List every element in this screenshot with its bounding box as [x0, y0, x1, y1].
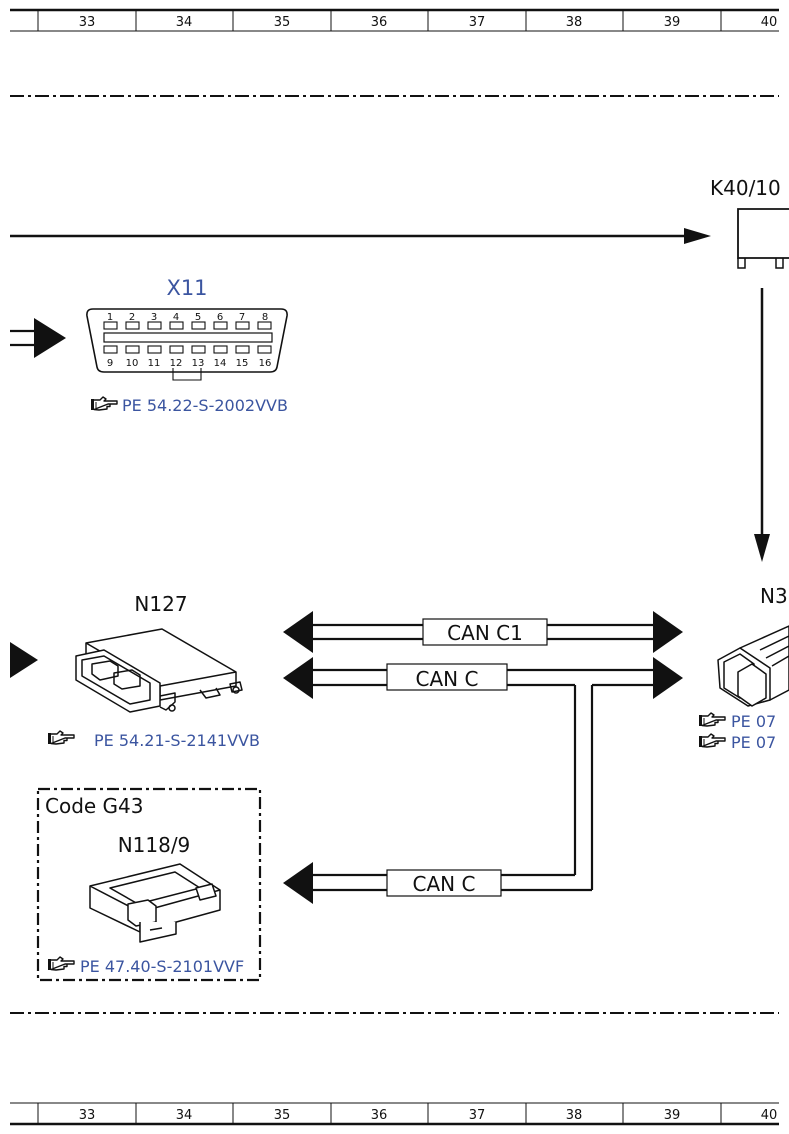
- n3-reference-link[interactable]: PE 07: [731, 712, 776, 731]
- k40-label: K40/10: [710, 176, 781, 200]
- pin-number: 2: [129, 312, 135, 323]
- n3-label: N3: [760, 584, 788, 608]
- pin-number: 9: [107, 358, 113, 369]
- n127-label: N127: [134, 592, 187, 616]
- ruler-number: 39: [664, 15, 681, 30]
- pin-number: 14: [214, 358, 227, 369]
- pointing-hand-icon: [698, 733, 726, 748]
- ruler-number: 39: [664, 1108, 681, 1123]
- pin-number: 3: [151, 312, 157, 323]
- n3-control-unit: N3 PE 07 PE 07: [698, 584, 789, 752]
- ruler-number: 36: [371, 15, 388, 30]
- option-code-label: Code G43: [45, 794, 144, 818]
- x11-diagnostic-connector: X11 1 2 3 4 5 6 7 8 9 10 11 12 13 14 15 …: [86, 276, 288, 415]
- x11-label: X11: [166, 276, 207, 300]
- n3-reference-link[interactable]: PE 07: [731, 733, 776, 752]
- pin-number: 4: [173, 312, 179, 323]
- pin-number: 12: [170, 358, 183, 369]
- x11-incoming-line: [10, 318, 66, 358]
- can-c1-label: CAN C1: [447, 621, 523, 645]
- pin-number: 6: [217, 312, 223, 323]
- arrow-right-icon: [10, 642, 38, 678]
- pointing-hand-icon: [90, 396, 118, 411]
- pin-number: 15: [236, 358, 249, 369]
- top-ruler: 33 34 35 36 37 38 39 40: [10, 8, 779, 32]
- arrow-right-icon: [684, 228, 711, 244]
- pin-number: 7: [239, 312, 245, 323]
- n118-label: N118/9: [118, 833, 191, 857]
- pin-number: 10: [126, 358, 139, 369]
- ruler-number: 35: [274, 1108, 291, 1123]
- ruler-number: 33: [79, 15, 96, 30]
- pin-number: 13: [192, 358, 205, 369]
- pin-number: 8: [262, 312, 268, 323]
- n118-reference-link[interactable]: PE 47.40-S-2101VVF: [80, 957, 244, 976]
- can-c-label: CAN C: [413, 872, 476, 896]
- pin-number: 1: [107, 312, 113, 323]
- arrow-right-icon: [34, 318, 66, 358]
- can-c-bus-branch: CAN C: [283, 685, 594, 904]
- pin-number: 16: [259, 358, 272, 369]
- can-c1-bus: CAN C1: [283, 611, 683, 653]
- ruler-number: 37: [469, 15, 486, 30]
- ruler-number: 36: [371, 1108, 388, 1123]
- ruler-number: 40: [761, 1108, 778, 1123]
- ruler-number: 38: [566, 1108, 583, 1123]
- ruler-number: 34: [176, 15, 193, 30]
- pointing-hand-icon: [47, 730, 75, 745]
- ruler-number: 37: [469, 1108, 486, 1123]
- k40-relay-module: K40/10: [710, 176, 789, 269]
- n127-control-unit: N127 PE 54.21-S-2141VVB: [47, 592, 260, 750]
- bottom-ruler: 33 34 35 36 37 38 39 40: [10, 1102, 779, 1126]
- pin-number: 11: [148, 358, 161, 369]
- can-c-label: CAN C: [416, 667, 479, 691]
- pointing-hand-icon: [698, 712, 726, 727]
- can-c-bus-top: CAN C: [283, 657, 683, 699]
- n127-reference-link[interactable]: PE 54.21-S-2141VVB: [94, 731, 260, 750]
- ruler-number: 38: [566, 15, 583, 30]
- pin-number: 5: [195, 312, 201, 323]
- pointing-hand-icon: [47, 956, 75, 971]
- ruler-number: 40: [761, 15, 778, 30]
- arrow-down-icon: [754, 534, 770, 562]
- ruler-number: 34: [176, 1108, 193, 1123]
- code-g43-option-box: Code G43 N118/9 PE 47.40-S-2101VVF: [36, 787, 262, 982]
- x11-reference-link[interactable]: PE 54.22-S-2002VVB: [122, 396, 288, 415]
- ruler-number: 33: [79, 1108, 96, 1123]
- ruler-number: 35: [274, 15, 291, 30]
